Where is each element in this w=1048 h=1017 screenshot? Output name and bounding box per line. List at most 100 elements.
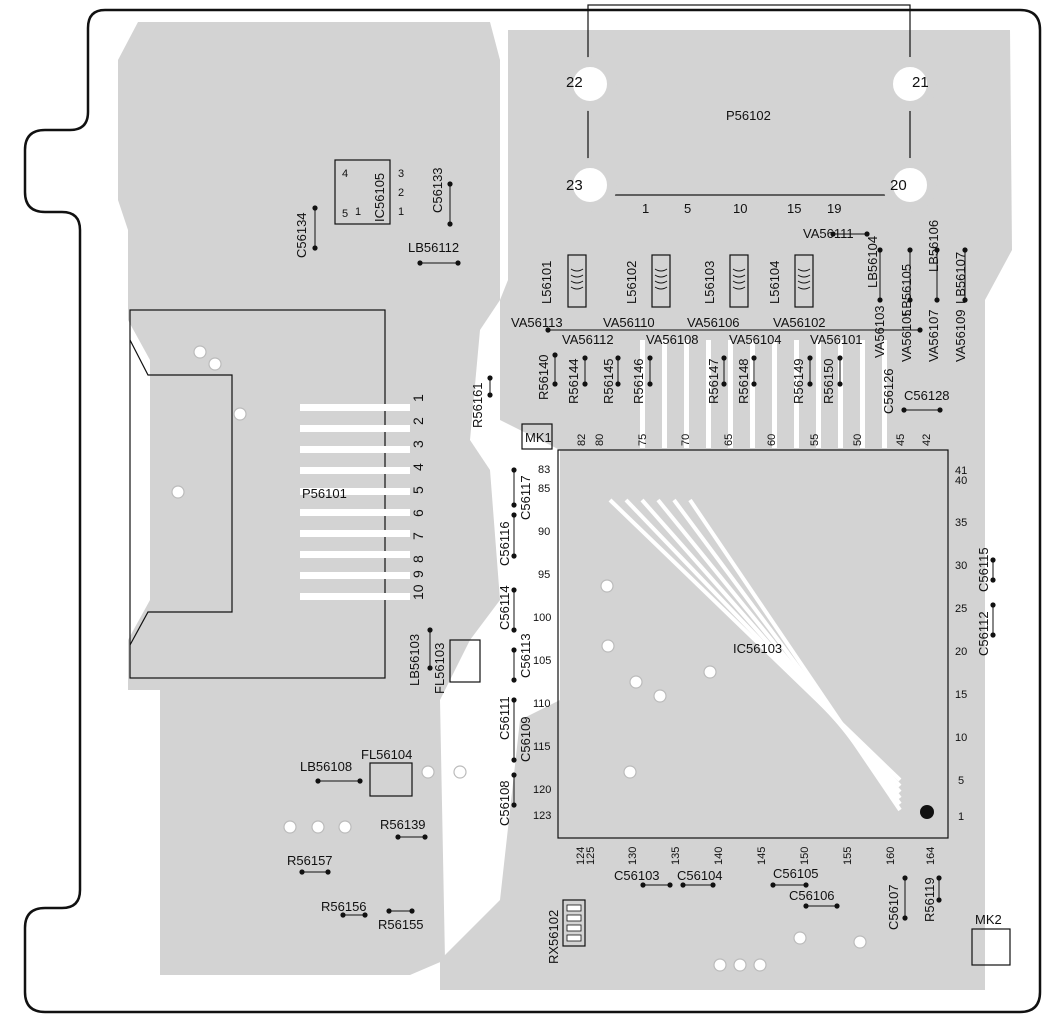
component-pad-dot bbox=[487, 392, 493, 398]
component-pad-dot bbox=[934, 247, 940, 253]
component-pad-dot bbox=[807, 381, 813, 387]
svg-text:R56161: R56161 bbox=[470, 382, 485, 428]
svg-text:115: 115 bbox=[533, 741, 551, 753]
signal-trace bbox=[684, 340, 689, 448]
component-pad-dot bbox=[837, 381, 843, 387]
svg-text:9: 9 bbox=[410, 570, 426, 578]
via-pad bbox=[753, 958, 767, 972]
svg-text:130: 130 bbox=[627, 847, 639, 865]
svg-text:80: 80 bbox=[594, 434, 606, 446]
inductor-coil bbox=[797, 268, 811, 290]
svg-text:4: 4 bbox=[410, 463, 426, 471]
via-pad bbox=[233, 407, 247, 421]
component-pad-dot bbox=[582, 381, 588, 387]
component-pad-dot bbox=[511, 512, 517, 518]
svg-text:C56108: C56108 bbox=[497, 780, 512, 826]
svg-text:VA56111: VA56111 bbox=[803, 226, 854, 241]
via-pad bbox=[793, 931, 807, 945]
svg-text:145: 145 bbox=[756, 847, 768, 865]
svg-text:R56119: R56119 bbox=[922, 877, 937, 922]
mk2-label: MK2 bbox=[975, 912, 1002, 927]
via-pad bbox=[311, 820, 325, 834]
component-pad-dot bbox=[409, 908, 415, 914]
p56102-pin-1: 1 bbox=[642, 201, 649, 216]
component-pad-dot bbox=[834, 903, 840, 909]
signal-trace bbox=[688, 498, 902, 812]
svg-text:VA56113: VA56113 bbox=[511, 315, 563, 330]
copper-pours bbox=[118, 22, 1012, 990]
component-pad-dot bbox=[615, 381, 621, 387]
inductor-coil bbox=[570, 268, 584, 290]
component-pad-dot bbox=[837, 355, 843, 361]
svg-text:155: 155 bbox=[842, 847, 854, 865]
svg-text:3: 3 bbox=[398, 168, 404, 180]
via-pad bbox=[653, 689, 667, 703]
component-pad-dot bbox=[647, 381, 653, 387]
resistor-array-pad bbox=[566, 904, 582, 912]
svg-text:R56140: R56140 bbox=[536, 354, 551, 400]
svg-text:VA56108: VA56108 bbox=[646, 332, 699, 347]
svg-text:LB56104: LB56104 bbox=[865, 236, 880, 288]
component-pad-dot bbox=[667, 882, 673, 888]
component-pad-dot bbox=[511, 697, 517, 703]
component-pad-dot bbox=[721, 381, 727, 387]
svg-text:C56109: C56109 bbox=[518, 716, 533, 762]
svg-text:125: 125 bbox=[585, 847, 597, 865]
component-pad-dot bbox=[710, 882, 716, 888]
p56102-pin-15: 15 bbox=[787, 201, 801, 216]
svg-text:VA56104: VA56104 bbox=[729, 332, 782, 347]
component-pad-dot bbox=[511, 802, 517, 808]
component-pad-dot bbox=[917, 327, 923, 333]
component-pad-dot bbox=[511, 502, 517, 508]
svg-text:LB56105: LB56105 bbox=[899, 264, 914, 316]
component-pad-dot bbox=[511, 647, 517, 653]
via-pad bbox=[623, 765, 637, 779]
svg-text:C56104: C56104 bbox=[677, 868, 723, 883]
svg-text:VA56106: VA56106 bbox=[687, 315, 740, 330]
via-pad bbox=[338, 820, 352, 834]
svg-text:60: 60 bbox=[766, 434, 778, 446]
component-pad-dot bbox=[902, 915, 908, 921]
signal-trace bbox=[640, 340, 645, 448]
mounting-pad bbox=[883, 57, 937, 111]
connector-trace bbox=[300, 425, 410, 432]
svg-text:L56101: L56101 bbox=[539, 261, 554, 304]
svg-text:R56156: R56156 bbox=[321, 899, 367, 914]
svg-text:1: 1 bbox=[355, 206, 361, 218]
svg-text:VA56107: VA56107 bbox=[926, 309, 941, 362]
svg-text:120: 120 bbox=[533, 784, 551, 796]
svg-text:VA56110: VA56110 bbox=[603, 315, 655, 330]
svg-text:1: 1 bbox=[398, 206, 404, 218]
svg-text:10: 10 bbox=[955, 732, 967, 744]
component-pad-dot bbox=[511, 757, 517, 763]
component-pad-dot bbox=[830, 231, 836, 237]
svg-text:30: 30 bbox=[955, 560, 967, 572]
component-pad-dot bbox=[511, 553, 517, 559]
svg-text:100: 100 bbox=[533, 612, 551, 624]
component-pad-dot bbox=[552, 381, 558, 387]
svg-text:R56146: R56146 bbox=[631, 358, 646, 404]
svg-text:4: 4 bbox=[342, 168, 348, 180]
svg-text:20: 20 bbox=[955, 646, 967, 658]
p56102-corner-21: 21 bbox=[912, 74, 929, 91]
component-pad-dot bbox=[395, 834, 401, 840]
component-pad-dot bbox=[325, 869, 331, 875]
connector-trace bbox=[300, 488, 410, 495]
component-pad-dot bbox=[864, 231, 870, 237]
svg-text:3: 3 bbox=[410, 440, 426, 448]
svg-text:25: 25 bbox=[955, 603, 967, 615]
signal-trace bbox=[772, 340, 777, 448]
component-pad-dot bbox=[511, 772, 517, 778]
resistor-array-pad bbox=[566, 924, 582, 932]
component-labels-horizontal: LB56112 VA56111 VA56113 VA56110 VA56106 … bbox=[287, 226, 950, 932]
component-pad-dot bbox=[615, 355, 621, 361]
svg-text:FL56104: FL56104 bbox=[361, 747, 412, 762]
component-pad-dot bbox=[680, 882, 686, 888]
svg-text:R56145: R56145 bbox=[601, 358, 616, 404]
component-pad-dot bbox=[934, 297, 940, 303]
component-pad-dot bbox=[340, 912, 346, 918]
component-pad-dot bbox=[907, 247, 913, 253]
mounting-pad bbox=[563, 158, 617, 212]
component-pad-dot bbox=[422, 834, 428, 840]
